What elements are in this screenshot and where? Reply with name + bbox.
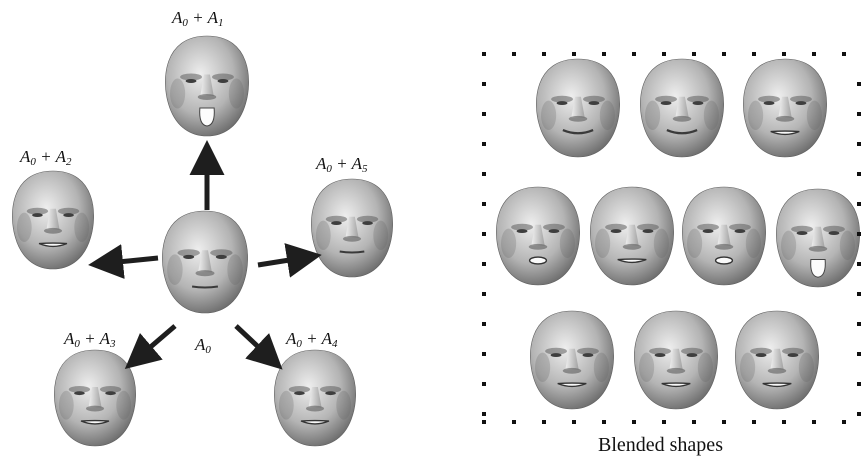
arrow-to-a2: [88, 244, 159, 279]
blended-shapes-dotted-border: [482, 52, 861, 424]
arrow-to-a3: [124, 324, 177, 370]
blended-face-7: [776, 188, 860, 288]
blended-face-3: [743, 58, 827, 158]
blended-face-8: [530, 310, 614, 410]
label-a0-plus-a3: A0 + A3: [64, 329, 116, 350]
label-a0-plus-a1: A0 + A1: [172, 8, 224, 29]
label-a0-center: A0: [195, 335, 211, 356]
face-a0-plus-a4: [274, 349, 356, 447]
face-a0-plus-a2: [12, 170, 94, 270]
blended-shapes-caption: Blended shapes: [598, 434, 723, 456]
blended-face-10: [735, 310, 819, 410]
blended-face-4: [496, 186, 580, 286]
label-a0-plus-a4: A0 + A4: [286, 329, 338, 350]
label-a0-plus-a2: A0 + A2: [20, 147, 72, 168]
blended-face-6: [682, 186, 766, 286]
label-a0-plus-a5: A0 + A5: [316, 154, 368, 175]
arrow-to-a4: [234, 324, 283, 370]
face-a0-plus-a5: [311, 178, 393, 278]
face-a0-neutral: [162, 210, 248, 314]
blended-face-2: [640, 58, 724, 158]
face-a0-plus-a1: [165, 35, 249, 137]
face-a0-plus-a3: [54, 349, 136, 447]
blended-face-9: [634, 310, 718, 410]
blended-face-5: [590, 186, 674, 286]
blended-face-1: [536, 58, 620, 158]
arrow-to-a5: [257, 243, 322, 278]
